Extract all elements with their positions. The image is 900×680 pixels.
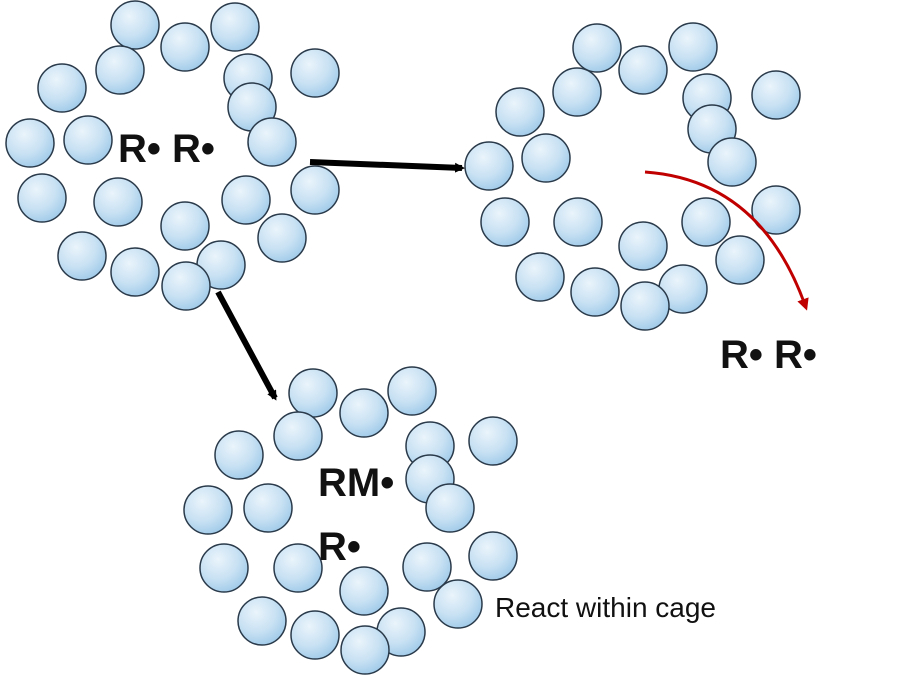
solvent-molecule: [199, 543, 249, 593]
arrow-to-escape: [309, 159, 465, 173]
solvent-molecule: [237, 596, 287, 646]
solvent-molecule: [183, 485, 233, 535]
solvent-molecule: [668, 22, 718, 72]
solvent-molecule: [93, 177, 143, 227]
solvent-molecule: [57, 231, 107, 281]
solvent-molecule: [161, 261, 211, 311]
solvent-molecule: [37, 63, 87, 113]
solvent-molecule: [715, 235, 765, 285]
solvent-molecule: [387, 366, 437, 416]
solvent-molecule: [221, 175, 271, 225]
solvent-molecule: [17, 173, 67, 223]
solvent-molecule: [618, 45, 668, 95]
escape-curved-arrow: [644, 170, 809, 311]
solvent-cage-recombination: [183, 366, 518, 675]
cage-caption: React within cage: [495, 592, 716, 623]
escaped-radicals-label: R• R•: [720, 333, 817, 377]
solvent-molecule: [110, 0, 160, 50]
solvent-molecule: [273, 543, 323, 593]
solvent-molecule: [160, 201, 210, 251]
solvent-molecule: [570, 267, 620, 317]
solvent-molecule: [339, 566, 389, 616]
solvent-molecule: [515, 252, 565, 302]
solvent-molecule: [339, 388, 389, 438]
solvent-molecule: [402, 542, 452, 592]
solvent-molecule: [210, 2, 260, 52]
solvent-molecule: [160, 22, 210, 72]
solvent-molecule: [620, 281, 670, 331]
solvent-molecule: [5, 118, 55, 168]
solvent-molecule: [63, 115, 113, 165]
solvent-molecule: [618, 221, 668, 271]
solvent-molecule: [290, 165, 340, 215]
solvent-molecule: [433, 579, 483, 629]
solvent-cage-initial: [5, 0, 340, 311]
solvent-molecule: [707, 137, 757, 187]
solvent-molecule: [681, 197, 731, 247]
cage-radical-2-label: R•: [318, 525, 361, 569]
solvent-cage-escape: [464, 22, 801, 331]
solvent-molecule: [110, 247, 160, 297]
solvent-molecule: [290, 610, 340, 660]
solvent-molecule: [480, 197, 530, 247]
solvent-molecule: [288, 368, 338, 418]
solvent-molecule: [468, 416, 518, 466]
solvent-molecule: [521, 133, 571, 183]
solvent-molecule: [751, 185, 801, 235]
solvent-molecule: [468, 531, 518, 581]
solvent-molecule: [214, 430, 264, 480]
solvent-molecule: [572, 23, 622, 73]
solvent-molecule: [95, 45, 145, 95]
solvent-molecule: [243, 483, 293, 533]
cage-radical-1-label: RM•: [318, 461, 394, 505]
start-radicals-label: R• R•: [118, 127, 215, 171]
solvent-molecule: [273, 411, 323, 461]
solvent-molecule: [464, 141, 514, 191]
solvent-molecule: [552, 67, 602, 117]
solvent-molecule: [340, 625, 390, 675]
solvent-molecule: [425, 483, 475, 533]
solvent-molecule: [290, 48, 340, 98]
solvent-molecule: [495, 87, 545, 137]
solvent-molecule: [751, 70, 801, 120]
solvent-molecule: [257, 213, 307, 263]
solvent-molecule: [553, 197, 603, 247]
arrow-to-cage-reaction: [215, 290, 278, 401]
solvent-molecule: [247, 117, 297, 167]
